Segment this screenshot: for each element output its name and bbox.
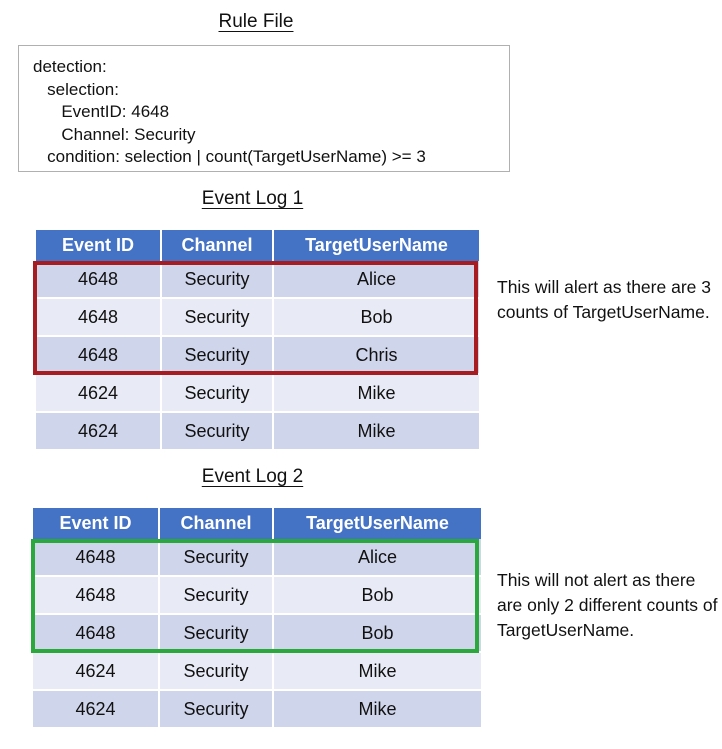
cell-targetusername: Bob (274, 577, 481, 615)
rule-file-box: detection: selection: EventID: 4648 Chan… (18, 45, 510, 172)
cell-event-id: 4624 (36, 413, 162, 451)
column-header-channel: Channel (162, 230, 274, 261)
table-row: 4624 Security Mike (36, 413, 479, 451)
cell-channel: Security (160, 615, 274, 653)
cell-targetusername: Mike (274, 653, 481, 691)
cell-targetusername: Mike (274, 413, 479, 451)
cell-channel: Security (162, 299, 274, 337)
column-header-event-id: Event ID (36, 230, 162, 261)
cell-event-id: 4648 (33, 577, 160, 615)
cell-targetusername: Bob (274, 615, 481, 653)
cell-targetusername: Mike (274, 375, 479, 413)
cell-event-id: 4624 (36, 375, 162, 413)
column-header-event-id: Event ID (33, 508, 160, 539)
cell-event-id: 4648 (33, 539, 160, 577)
event-log-1-table: Event ID Channel TargetUserName 4648 Sec… (36, 230, 479, 451)
cell-channel: Security (160, 577, 274, 615)
rule-line-condition: condition: selection | count(TargetUserN… (33, 147, 426, 166)
cell-targetusername: Alice (274, 261, 479, 299)
cell-channel: Security (162, 261, 274, 299)
table-row: 4648 Security Alice (33, 539, 481, 577)
cell-event-id: 4648 (36, 337, 162, 375)
cell-event-id: 4624 (33, 653, 160, 691)
cell-channel: Security (162, 413, 274, 451)
rule-line-detection: detection: (33, 57, 107, 76)
table-row: 4624 Security Mike (36, 375, 479, 413)
event-log-1-annotation: This will alert as there are 3 counts of… (497, 277, 711, 322)
column-header-targetusername: TargetUserName (274, 230, 479, 261)
cell-channel: Security (162, 337, 274, 375)
table-row: 4648 Security Bob (36, 299, 479, 337)
table-header-row: Event ID Channel TargetUserName (36, 230, 479, 261)
rule-line-channel: Channel: Security (33, 124, 196, 144)
cell-targetusername: Alice (274, 539, 481, 577)
event-log-2-annotation: This will not alert as there are only 2 … (497, 570, 718, 640)
table-row: 4648 Security Bob (33, 615, 481, 653)
cell-targetusername: Bob (274, 299, 479, 337)
event-log-2-table: Event ID Channel TargetUserName 4648 Sec… (33, 508, 481, 729)
table-header-row: Event ID Channel TargetUserName (33, 508, 481, 539)
column-header-targetusername: TargetUserName (274, 508, 481, 539)
rule-file-title: Rule File (218, 11, 294, 32)
cell-event-id: 4624 (33, 691, 160, 729)
cell-targetusername: Chris (274, 337, 479, 375)
rule-line-eventid: EventID: 4648 (33, 102, 170, 121)
event-log-1-title: Event Log 1 (201, 188, 304, 209)
table-row: 4624 Security Mike (33, 653, 481, 691)
cell-event-id: 4648 (36, 261, 162, 299)
table-row: 4624 Security Mike (33, 691, 481, 729)
column-header-channel: Channel (160, 508, 274, 539)
cell-channel: Security (162, 375, 274, 413)
table-row: 4648 Security Bob (33, 577, 481, 615)
cell-event-id: 4648 (36, 299, 162, 337)
table-row: 4648 Security Alice (36, 261, 479, 299)
cell-channel: Security (160, 653, 274, 691)
event-log-2-title: Event Log 2 (201, 466, 304, 487)
table-row: 4648 Security Chris (36, 337, 479, 375)
cell-channel: Security (160, 539, 274, 577)
cell-targetusername: Mike (274, 691, 481, 729)
cell-event-id: 4648 (33, 615, 160, 653)
cell-channel: Security (160, 691, 274, 729)
rule-line-selection: selection: (33, 79, 119, 99)
